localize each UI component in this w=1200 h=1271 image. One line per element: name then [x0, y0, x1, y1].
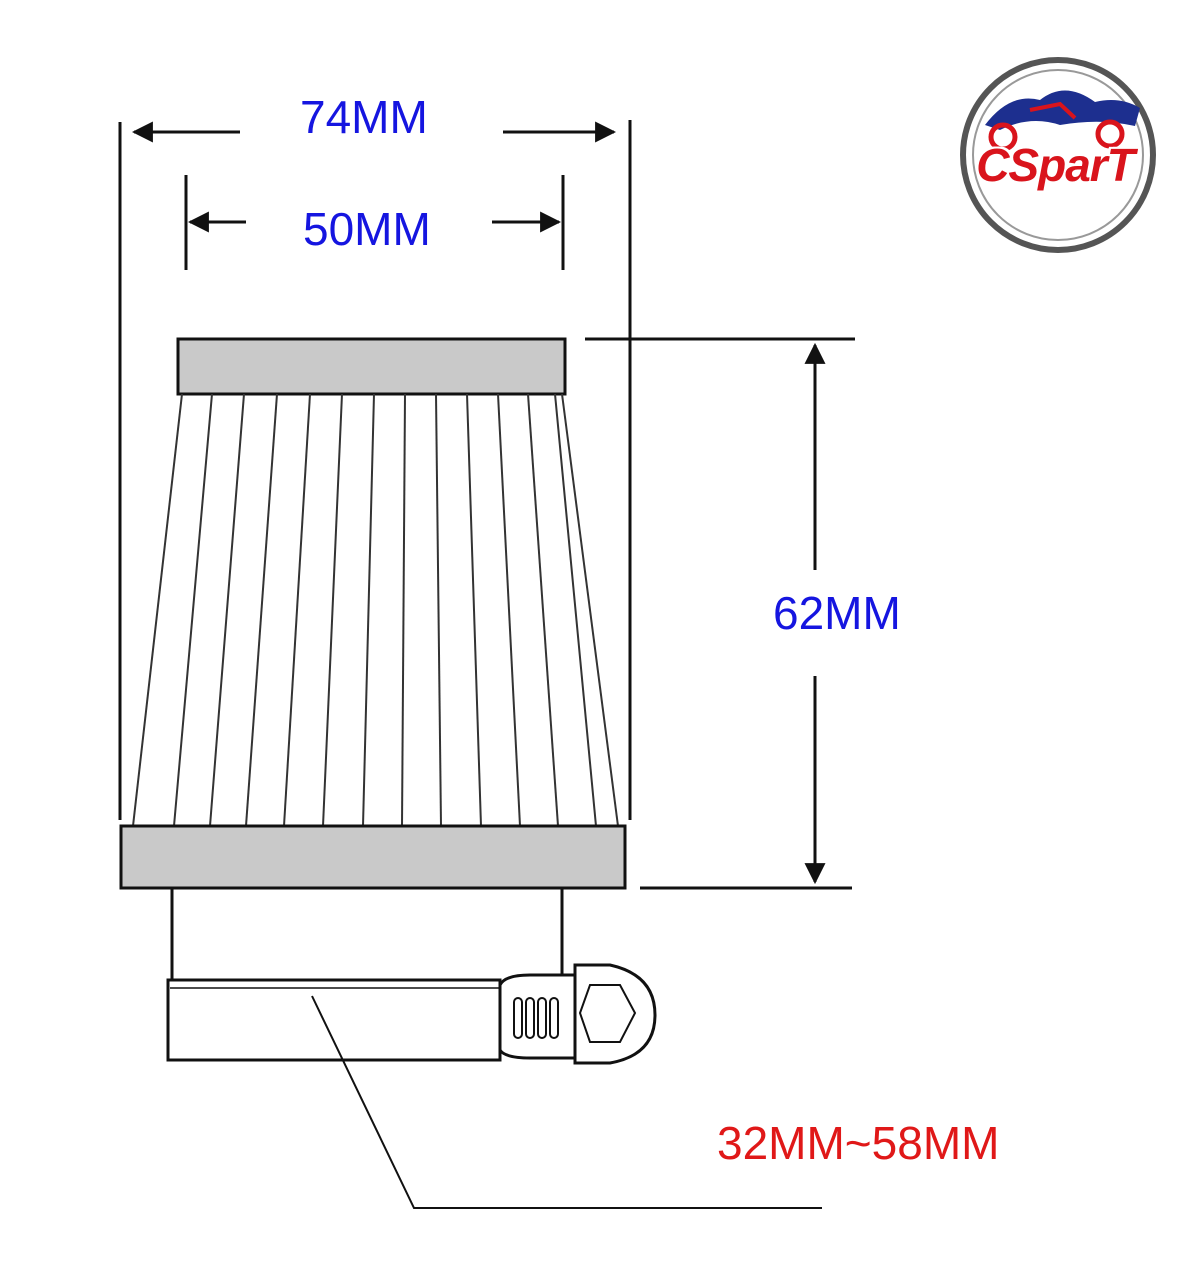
clamp-range-label: 32MM~58MM	[717, 1117, 1000, 1169]
height-label: 62MM	[773, 587, 901, 639]
logo-wordmark: CSparT	[976, 139, 1135, 191]
outer-diameter-label: 74MM	[300, 91, 428, 143]
clamp-screw-slots	[513, 997, 559, 1039]
filter-pleats	[132, 393, 619, 827]
motorcycle-icon	[985, 90, 1140, 152]
filter-bottom-band	[119, 824, 627, 890]
inner-diameter-label: 50MM	[303, 203, 431, 255]
clamp-leader-line	[311, 995, 822, 1209]
cspart-logo	[960, 57, 1156, 253]
hose-clamp-band	[166, 978, 502, 1062]
screw-head-hex	[578, 984, 637, 1043]
filter-top-cap	[176, 337, 567, 396]
clamp-screw-head	[573, 963, 657, 1065]
